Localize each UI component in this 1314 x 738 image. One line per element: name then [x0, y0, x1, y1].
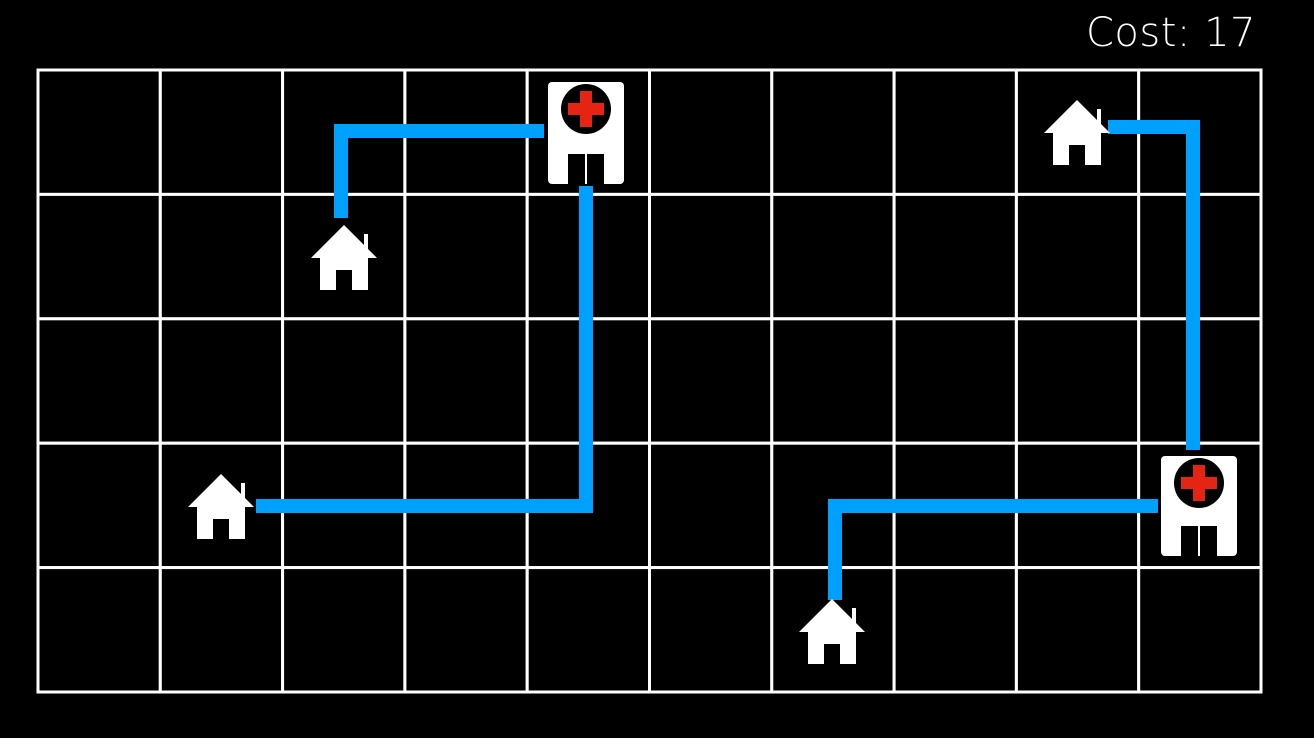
hospital-icon[interactable]: [548, 82, 624, 184]
house-icon[interactable]: [799, 599, 865, 664]
grid-cell[interactable]: [892, 68, 1018, 196]
house-icon[interactable]: [1044, 100, 1110, 165]
grid-cell[interactable]: [1014, 317, 1141, 445]
path-4: [828, 499, 1158, 600]
grid-cell[interactable]: [648, 68, 774, 196]
grid-cell[interactable]: [525, 566, 652, 694]
grid-cell[interactable]: [36, 566, 162, 694]
path-3: [1108, 120, 1200, 450]
cost-counter: Cost: 17: [1085, 10, 1256, 56]
paths: [256, 120, 1200, 600]
grid-cell[interactable]: [648, 317, 774, 445]
grid-cell[interactable]: [648, 441, 774, 570]
grid-cell[interactable]: [648, 566, 774, 694]
house-icon[interactable]: [311, 225, 377, 290]
grid-cell[interactable]: [281, 317, 407, 445]
grid-cell[interactable]: [158, 68, 285, 196]
grid-cell[interactable]: [36, 68, 162, 196]
grid-cell[interactable]: [281, 566, 407, 694]
grid-cell[interactable]: [648, 192, 774, 321]
grid-cell[interactable]: [36, 192, 162, 321]
grid-cell[interactable]: [403, 317, 529, 445]
house-icon[interactable]: [188, 474, 254, 539]
grid-cell[interactable]: [158, 317, 285, 445]
grid-cell[interactable]: [770, 192, 896, 321]
grid-cell[interactable]: [770, 68, 896, 196]
path-2: [256, 186, 593, 513]
grid-cell[interactable]: [403, 566, 529, 694]
grid-cell[interactable]: [158, 566, 285, 694]
grid-cell[interactable]: [770, 317, 896, 445]
grid-cell[interactable]: [892, 192, 1018, 321]
grid-cell[interactable]: [892, 317, 1018, 445]
grid-cell[interactable]: [36, 317, 162, 445]
grid-cell[interactable]: [403, 192, 529, 321]
grid-cell[interactable]: [892, 566, 1018, 694]
grid-cell[interactable]: [158, 192, 285, 321]
grid-cell[interactable]: [1014, 192, 1141, 321]
grid-cell[interactable]: [1137, 566, 1263, 694]
path-1: [334, 124, 544, 218]
hospital-icon[interactable]: [1161, 456, 1237, 556]
grid-cell[interactable]: [36, 441, 162, 570]
grid-cell[interactable]: [1014, 566, 1141, 694]
